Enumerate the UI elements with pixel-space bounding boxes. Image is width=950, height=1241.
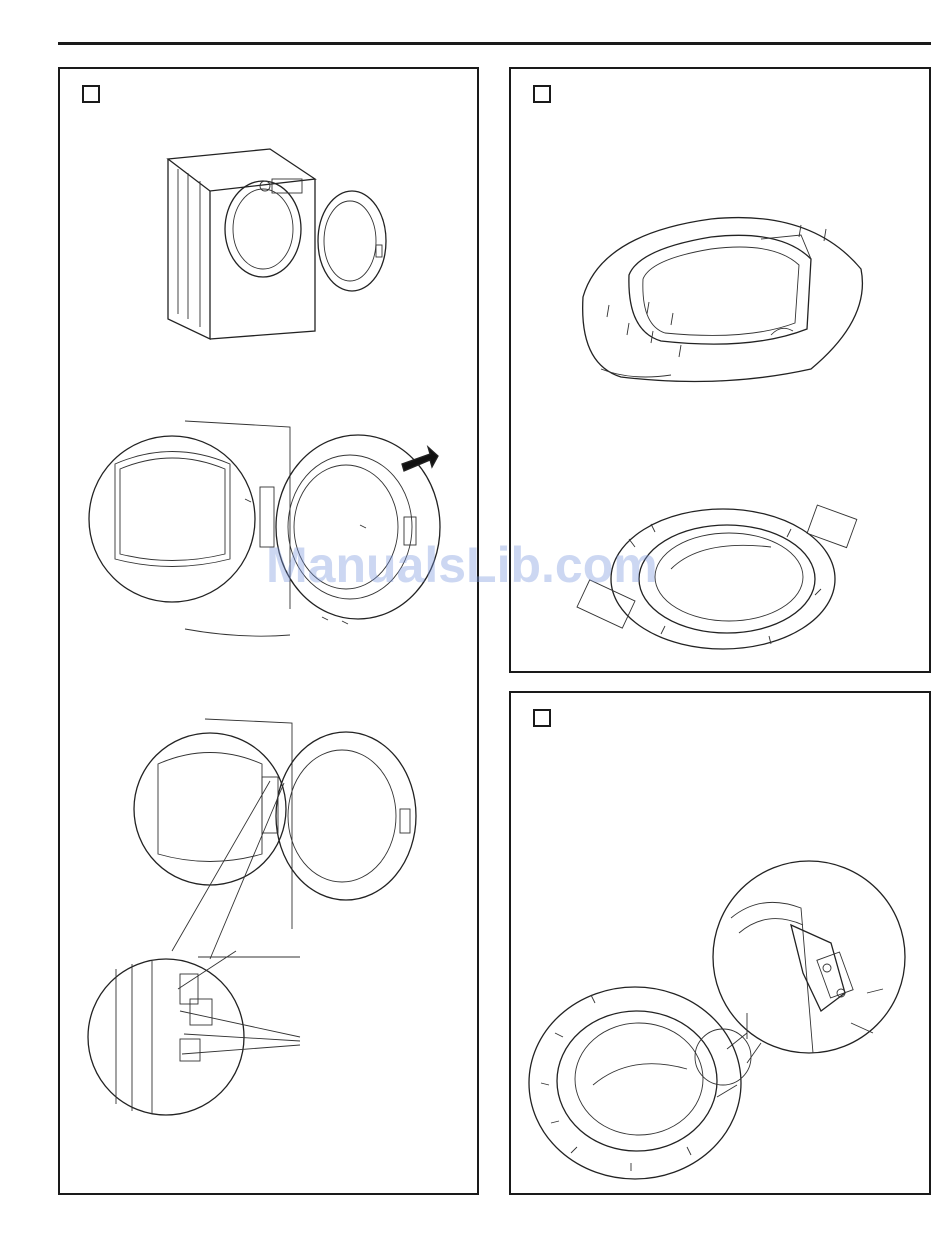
door-frame-hinge-illustration: [511, 693, 933, 1197]
header-rule: [58, 42, 931, 45]
dryer-door-removal-illustration: [60, 69, 481, 1197]
door-hinge-screws-drawing: [89, 421, 440, 636]
dryer-open-door-drawing: [168, 149, 386, 339]
left-step-panel: [58, 67, 479, 1195]
watermark: ManualsLib.com: [266, 536, 658, 594]
door-ring-with-hinge-drawing: [529, 987, 751, 1179]
hinge-closeup-drawing: [88, 719, 416, 1115]
door-inner-panel-drawing: [583, 218, 863, 382]
hinge-magnified-drawing: [713, 861, 905, 1063]
bottom-right-step-panel: [509, 691, 931, 1195]
